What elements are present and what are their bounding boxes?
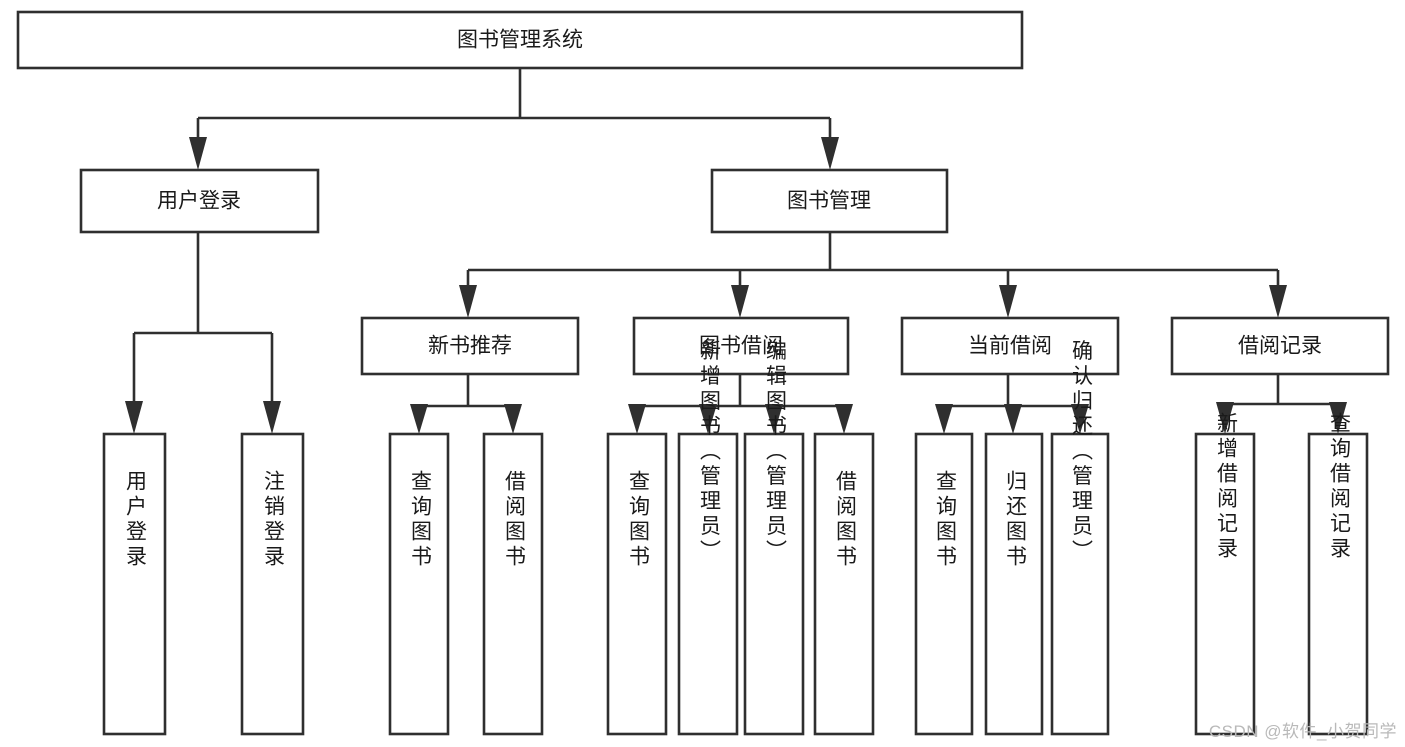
connector-layer	[125, 68, 1347, 434]
node-borrow-record-label: 借阅记录	[1238, 335, 1322, 358]
arrow-head-leaf-borrow-book-b	[835, 404, 853, 434]
arrow-head-leaf-query-book-c	[935, 404, 953, 434]
node-root[interactable]: 图书管理系统	[16, 10, 1024, 70]
node-leaf-return-book-box[interactable]	[984, 432, 1044, 736]
arrow-head-leaf-confirm-return	[1071, 404, 1089, 434]
node-leaf-borrow-book-b[interactable]: 借阅图书	[813, 432, 875, 736]
node-current-borrow[interactable]: 当前借阅	[900, 316, 1120, 376]
node-root-box[interactable]	[16, 10, 1024, 70]
arrow-head-leaf-add-record	[1216, 402, 1234, 434]
node-new-book-recommend-box[interactable]	[360, 316, 580, 376]
node-current-borrow-label: 当前借阅	[968, 335, 1052, 358]
node-book-manage[interactable]: 图书管理	[710, 168, 949, 234]
arrow-head-leaf-query-book-b	[628, 404, 646, 434]
node-leaf-add-record-label: 新增借阅记录	[1215, 412, 1239, 562]
node-current-borrow-box[interactable]	[900, 316, 1120, 376]
node-new-book-recommend[interactable]: 新书推荐	[360, 316, 580, 376]
node-leaf-user-login-box[interactable]	[102, 432, 167, 736]
node-user-login-box[interactable]	[79, 168, 320, 234]
node-book-manage-label: 图书管理	[787, 190, 871, 213]
node-leaf-add-record-box[interactable]	[1194, 432, 1256, 736]
arrow-head-leaf-add-book	[699, 404, 717, 434]
node-leaf-query-book-b-box[interactable]	[606, 432, 668, 736]
arrow-head-leaf-query-book-a	[410, 404, 428, 434]
node-leaf-query-record-label: 查询借阅记录	[1328, 412, 1352, 562]
arrow-head-book-borrow	[731, 285, 749, 318]
csdn-watermark: CSDN @软件_小贺同学	[1208, 722, 1397, 741]
node-book-borrow-box[interactable]	[632, 316, 850, 376]
arrow-head-leaf-borrow-book-a	[504, 404, 522, 434]
node-leaf-borrow-book-b-box[interactable]	[813, 432, 875, 736]
node-leaf-add-book[interactable]: 新增图书（管理员）	[677, 340, 739, 736]
node-leaf-query-book-b-label: 查询图书	[627, 470, 651, 570]
arrow-head-current-borrow	[999, 285, 1017, 318]
arrow-head-borrow-record	[1269, 285, 1287, 318]
node-leaf-query-book-a[interactable]: 查询图书	[388, 432, 450, 736]
node-borrow-record[interactable]: 借阅记录	[1170, 316, 1390, 376]
node-leaf-add-book-box[interactable]	[677, 432, 739, 736]
node-leaf-confirm-return[interactable]: 确认归还（管理员）	[1050, 340, 1110, 736]
node-leaf-borrow-book-a[interactable]: 借阅图书	[482, 432, 544, 736]
node-leaf-query-book-a-label: 查询图书	[409, 470, 433, 570]
node-new-book-recommend-label: 新书推荐	[428, 335, 512, 358]
node-leaf-return-book-label: 归还图书	[1004, 470, 1028, 570]
node-leaf-confirm-return-box[interactable]	[1050, 432, 1110, 736]
node-leaf-user-login[interactable]: 用户登录	[102, 432, 167, 736]
arrow-head-user-login	[189, 137, 207, 170]
node-leaf-query-record[interactable]: 查询借阅记录	[1307, 412, 1369, 736]
node-leaf-borrow-book-a-label: 借阅图书	[503, 470, 527, 570]
node-leaf-borrow-book-a-box[interactable]	[482, 432, 544, 736]
node-leaf-logout-login-label: 注销登录	[262, 470, 286, 570]
node-book-borrow-label: 图书借阅	[699, 335, 783, 358]
node-leaf-query-record-box[interactable]	[1307, 432, 1369, 736]
arrow-head-leaf-edit-book	[765, 404, 783, 434]
arrow-head-leaf-user-login	[125, 401, 143, 434]
node-leaf-query-book-c-label: 查询图书	[934, 470, 958, 570]
node-leaf-query-book-c[interactable]: 查询图书	[914, 432, 974, 736]
node-book-borrow[interactable]: 图书借阅	[632, 316, 850, 376]
node-leaf-query-book-a-box[interactable]	[388, 432, 450, 736]
node-leaf-query-book-c-box[interactable]	[914, 432, 974, 736]
arrow-head-leaf-logout-login	[263, 401, 281, 434]
node-leaf-logout-login[interactable]: 注销登录	[240, 432, 305, 736]
arrow-head-leaf-query-record	[1329, 402, 1347, 434]
arrow-head-new-book-recommend	[459, 285, 477, 318]
node-leaf-user-login-label: 用户登录	[124, 470, 148, 570]
arrow-head-leaf-return-book	[1004, 404, 1022, 434]
node-leaf-edit-book[interactable]: 编辑图书（管理员）	[743, 340, 805, 736]
node-root-label: 图书管理系统	[457, 29, 583, 52]
node-borrow-record-box[interactable]	[1170, 316, 1390, 376]
node-leaf-return-book[interactable]: 归还图书	[984, 432, 1044, 736]
node-leaf-confirm-return-label: 确认归还（管理员）	[1070, 340, 1094, 565]
node-book-manage-box[interactable]	[710, 168, 949, 234]
arrow-head-book-manage	[821, 137, 839, 170]
node-leaf-add-record[interactable]: 新增借阅记录	[1194, 412, 1256, 736]
node-leaf-edit-book-label: 编辑图书（管理员）	[764, 340, 788, 565]
node-user-login-label: 用户登录	[157, 190, 241, 213]
node-user-login[interactable]: 用户登录	[79, 168, 320, 234]
node-leaf-edit-book-box[interactable]	[743, 432, 805, 736]
node-leaf-query-book-b[interactable]: 查询图书	[606, 432, 668, 736]
node-leaf-logout-login-box[interactable]	[240, 432, 305, 736]
node-leaf-borrow-book-b-label: 借阅图书	[834, 470, 858, 570]
node-leaf-add-book-label: 新增图书（管理员）	[698, 340, 722, 565]
